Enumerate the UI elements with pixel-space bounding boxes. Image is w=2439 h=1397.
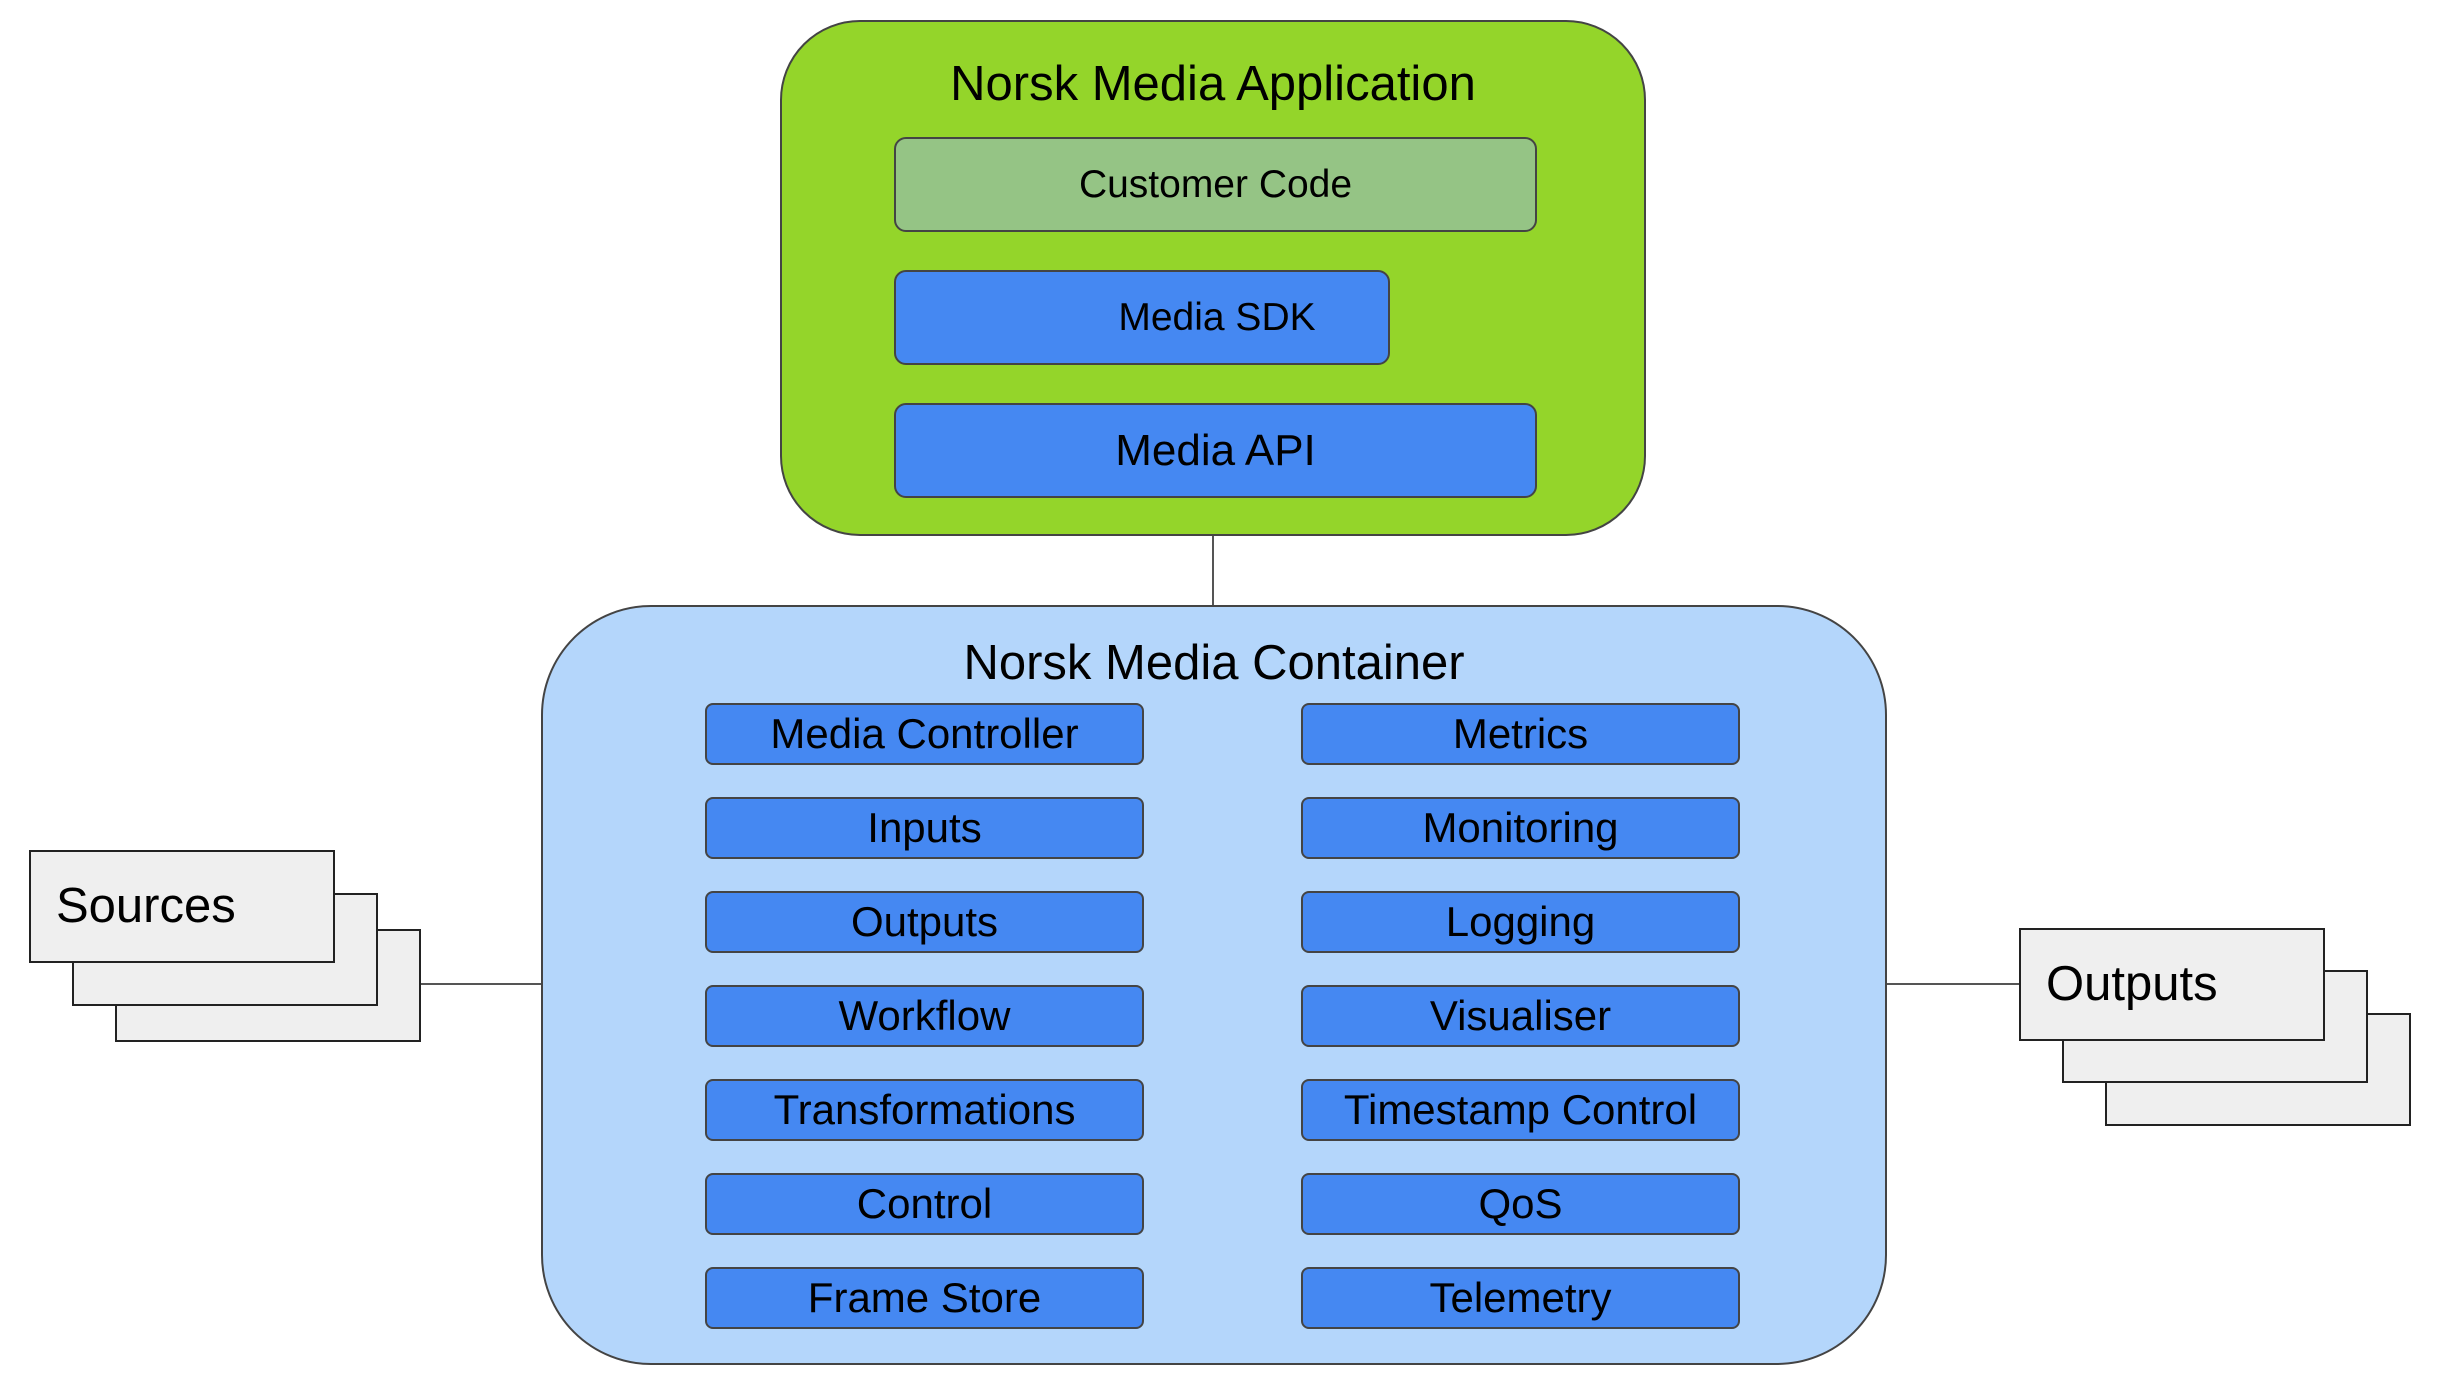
module-monitoring: Monitoring (1301, 797, 1740, 859)
app-to-container-connector (1212, 536, 1214, 605)
module-telemetry: Telemetry (1301, 1267, 1740, 1329)
media-sdk-label: Media SDK (1118, 295, 1316, 339)
module-metrics: Metrics (1301, 703, 1740, 765)
module-control: Control (705, 1173, 1144, 1235)
module-workflow: Workflow (705, 985, 1144, 1047)
module-logging: Logging (1301, 891, 1740, 953)
module-qos: QoS (1301, 1173, 1740, 1235)
outputs-label: Outputs (2046, 957, 2218, 1011)
module-frame-store: Frame Store (705, 1267, 1144, 1329)
module-timestamp-control: Timestamp Control (1301, 1079, 1740, 1141)
sources-label: Sources (56, 879, 236, 933)
container-title: Norsk Media Container (963, 636, 1465, 690)
module-visualiser: Visualiser (1301, 985, 1740, 1047)
customer-code-layer: Customer Code (894, 137, 1537, 232)
media-api-label: Media API (1115, 425, 1316, 475)
outputs-card-front (2019, 928, 2325, 1041)
sources-card-front (29, 850, 335, 963)
module-media-controller: Media Controller (705, 703, 1144, 765)
customer-code-label: Customer Code (1078, 162, 1353, 206)
media-api-layer: Media API (894, 403, 1537, 498)
module-transformations: Transformations (705, 1079, 1144, 1141)
application-title: Norsk Media Application (950, 57, 1476, 111)
module-outputs: Outputs (705, 891, 1144, 953)
application-group: Norsk Media Application Customer Code Me… (780, 20, 1646, 536)
container-group: Norsk Media Container Media Controller I… (541, 605, 1887, 1365)
media-sdk-layer: Media SDK (894, 270, 1390, 365)
module-inputs: Inputs (705, 797, 1144, 859)
sources-to-container-connector (421, 983, 541, 985)
container-to-outputs-connector (1887, 983, 2019, 985)
